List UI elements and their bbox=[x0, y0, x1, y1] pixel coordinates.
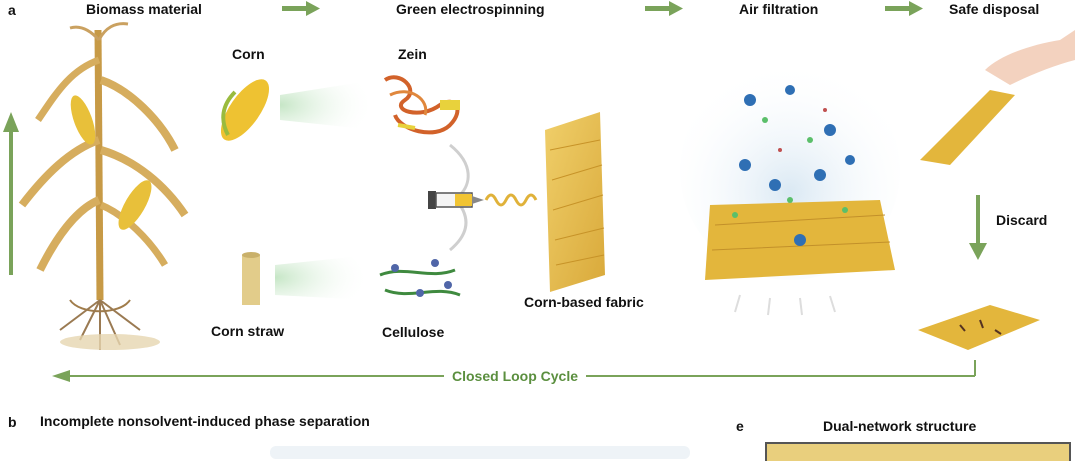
step-label-disposal: Safe disposal bbox=[949, 1, 1040, 17]
panel-a-letter: a bbox=[8, 2, 16, 18]
corn-cob-illustration bbox=[220, 79, 375, 141]
panel-b-content-cropped bbox=[270, 446, 690, 459]
step-label-biomass: Biomass material bbox=[86, 1, 202, 17]
label-corn-straw: Corn straw bbox=[211, 323, 285, 339]
panel-b-title: Incomplete nonsolvent-induced phase sepa… bbox=[40, 413, 370, 429]
label-fabric: Corn-based fabric bbox=[524, 294, 644, 310]
label-discard: Discard bbox=[996, 212, 1048, 228]
step-arrow-2 bbox=[645, 1, 683, 16]
step-arrow-1 bbox=[282, 1, 320, 16]
zein-protein-illustration bbox=[383, 75, 460, 135]
cellulose-illustration bbox=[379, 259, 461, 297]
label-corn: Corn bbox=[232, 46, 265, 62]
discard-arrow bbox=[969, 195, 987, 260]
label-cellulose: Cellulose bbox=[382, 324, 445, 340]
air-filtration-illustration bbox=[680, 60, 900, 316]
degraded-fabric-illustration bbox=[918, 305, 1040, 350]
closed-loop-label: Closed Loop Cycle bbox=[444, 368, 587, 384]
panel-e-image-cropped bbox=[765, 442, 1071, 461]
step-label-filtration: Air filtration bbox=[739, 1, 819, 17]
panel-e-title: Dual-network structure bbox=[823, 418, 977, 434]
panel-b-letter: b bbox=[8, 414, 17, 430]
left-up-arrow bbox=[3, 112, 19, 275]
fabric-illustration bbox=[545, 112, 605, 292]
label-zein: Zein bbox=[398, 46, 427, 62]
hand-fabric-illustration bbox=[920, 30, 1075, 165]
panel-e-letter: e bbox=[736, 418, 744, 434]
connector-arc-bottom bbox=[449, 204, 468, 252]
step-label-electrospinning: Green electrospinning bbox=[396, 1, 545, 17]
corn-straw-illustration bbox=[242, 252, 370, 305]
corn-plant-illustration bbox=[18, 22, 189, 350]
step-arrow-3 bbox=[885, 1, 923, 16]
syringe-illustration bbox=[428, 191, 538, 209]
connector-arc-top bbox=[449, 143, 470, 197]
